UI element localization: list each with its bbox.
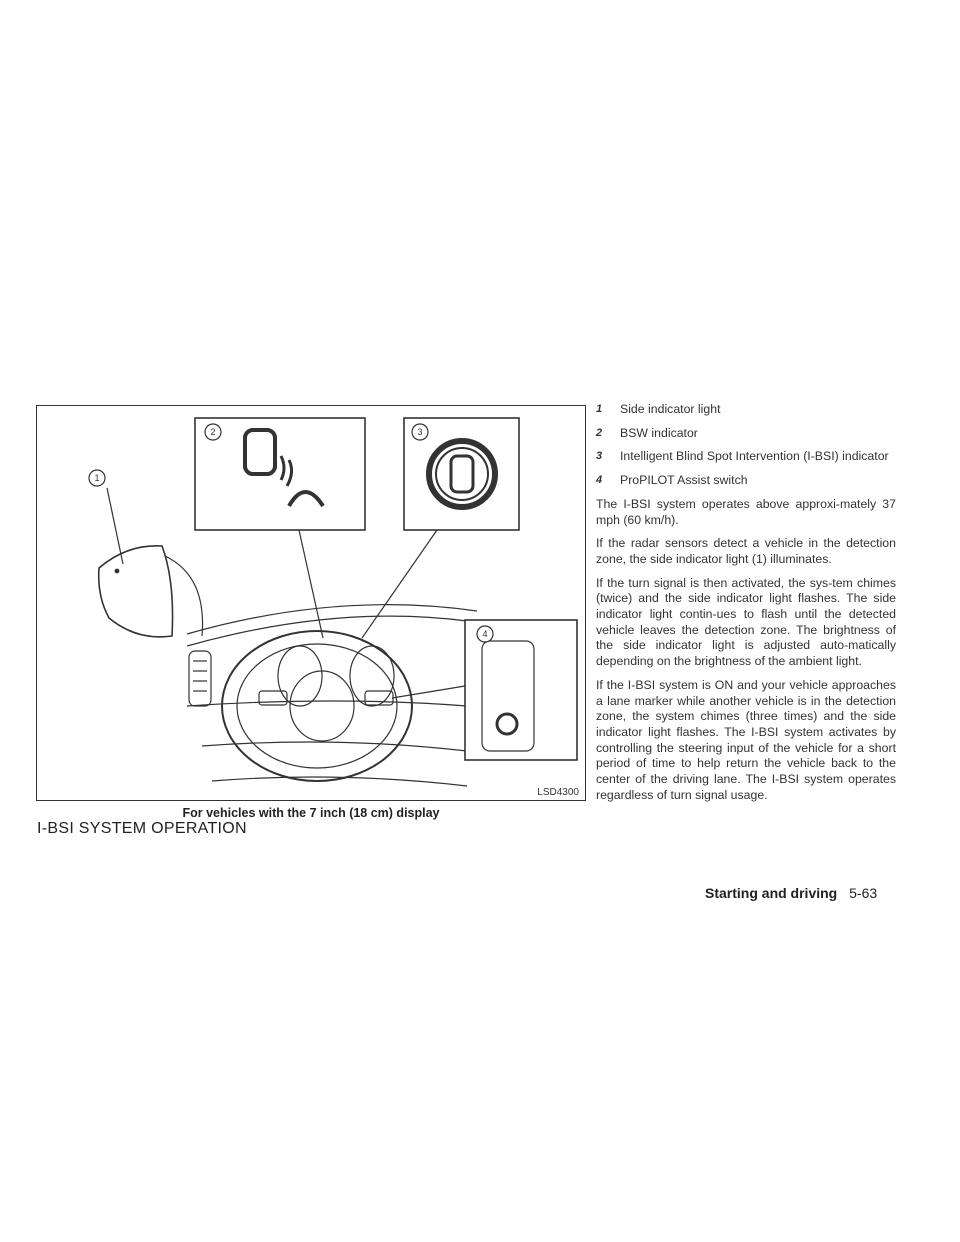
- legend-item: 4 ProPILOT Assist switch: [596, 473, 896, 489]
- legend-item: 2 BSW indicator: [596, 426, 896, 442]
- callout-2: 2: [210, 427, 215, 437]
- legend-item: 1 Side indicator light: [596, 402, 896, 418]
- dash-line-top: [186, 604, 478, 635]
- bsw-car-icon: [243, 428, 277, 476]
- figure-id-label: LSD4300: [537, 787, 579, 798]
- legend-item: 3 Intelligent Blind Spot Intervention (I…: [596, 449, 896, 465]
- legend-text: ProPILOT Assist switch: [620, 473, 748, 488]
- legend-text: BSW indicator: [620, 425, 698, 440]
- paragraph: If the I-BSI system is ON and your vehic…: [596, 677, 896, 802]
- air-vent: [188, 650, 212, 707]
- legend-number: 3: [596, 450, 603, 463]
- paragraph: The I-BSI system operates above approxi-…: [596, 496, 896, 527]
- paragraph: If the radar sensors detect a vehicle in…: [596, 536, 896, 566]
- bsw-callout-box: [194, 417, 366, 531]
- callout-4: 4: [482, 629, 487, 639]
- footer-section: Starting and driving: [705, 885, 838, 901]
- dashboard-illustration: 1 2 3 4: [88, 417, 578, 787]
- figure-caption: For vehicles with the 7 inch (18 cm) dis…: [182, 806, 440, 820]
- propilot-switch-icon: [495, 712, 519, 736]
- section-title: I-BSI SYSTEM OPERATION: [37, 820, 247, 837]
- legend-number: 1: [596, 403, 603, 415]
- paragraph: If the turn signal is then activated, th…: [596, 575, 896, 669]
- legend-number: 2: [596, 426, 603, 439]
- ibsi-icon: [426, 438, 498, 510]
- callout-1: 1: [94, 473, 99, 483]
- page-number: 5-63: [849, 885, 878, 901]
- text-column: 1 Side indicator light 2 BSW indicator 3…: [596, 402, 896, 811]
- legend-number: 4: [596, 474, 603, 487]
- side-mirror: [97, 545, 174, 638]
- legend-text: Side indicator light: [620, 402, 721, 416]
- steering-wheel: [221, 630, 413, 782]
- page-footer: Starting and driving 5-63: [705, 885, 877, 901]
- legend-text: Intelligent Blind Spot Intervention (I-B…: [620, 449, 889, 464]
- bsw-car-rear-icon: [287, 490, 325, 508]
- callout-3: 3: [417, 427, 422, 437]
- illustration-figure: 1 2 3 4 LSD4300: [36, 405, 586, 801]
